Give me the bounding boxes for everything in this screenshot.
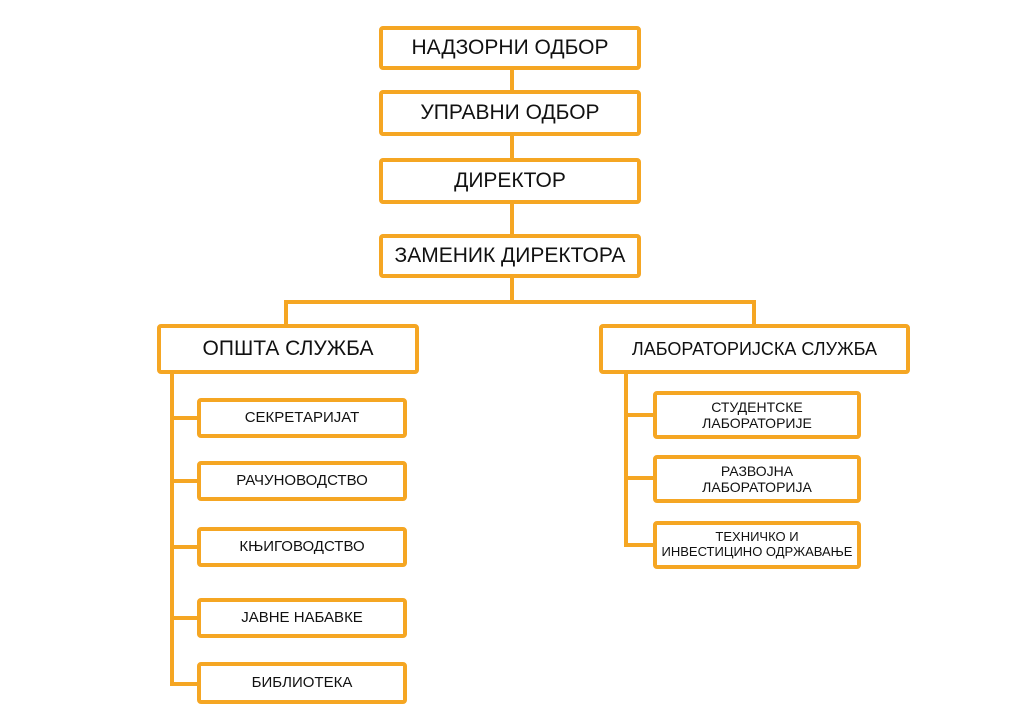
unit-label: РАЧУНОВОДСТВО xyxy=(236,472,368,490)
general-unit-box: ЈАВНЕ НАБАВКЕ xyxy=(197,598,407,638)
unit-label-line2: ЛАБОРАТОРИЈА xyxy=(702,479,812,495)
supervisory-board-label: НАДЗОРНИ ОДБОР xyxy=(411,35,609,59)
director-box: ДИРЕКТОР xyxy=(379,158,641,204)
laboratory-service-label: ЛАБОРАТОРИЈСКА СЛУЖБА xyxy=(631,338,878,359)
unit-label: КЊИГОВОДСТВО xyxy=(239,538,365,556)
unit-label: БИБЛИОТЕКА xyxy=(251,674,353,692)
general-unit-box: СЕКРЕТАРИЈАТ xyxy=(197,398,407,438)
unit-label-line1: РАЗВОЈНА xyxy=(720,462,794,479)
unit-label: СЕКРЕТАРИЈАТ xyxy=(244,409,360,427)
deputy-director-box: ЗАМЕНИК ДИРЕКТОРА xyxy=(379,234,641,278)
director-label: ДИРЕКТОР xyxy=(454,168,566,192)
lab-unit-box: ТЕХНИЧКО И ИНВЕСТИЦИНО ОДРЖАВАЊЕ xyxy=(653,521,861,569)
management-board-label: УПРАВНИ ОДБОР xyxy=(420,100,600,124)
supervisory-board-box: НАДЗОРНИ ОДБОР xyxy=(379,26,641,70)
laboratory-service-box: ЛАБОРАТОРИЈСКА СЛУЖБА xyxy=(599,324,910,374)
management-board-box: УПРАВНИ ОДБОР xyxy=(379,90,641,136)
general-service-box: ОПШТА СЛУЖБА xyxy=(157,324,419,374)
unit-label-line1: ТЕХНИЧКО И xyxy=(715,529,799,545)
unit-label-line2: ИНВЕСТИЦИНО ОДРЖАВАЊЕ xyxy=(661,544,853,559)
unit-label: ЈАВНЕ НАБАВКЕ xyxy=(241,609,363,627)
deputy-director-label: ЗАМЕНИК ДИРЕКТОРА xyxy=(394,243,626,267)
general-unit-box: КЊИГОВОДСТВО xyxy=(197,527,407,567)
general-service-label: ОПШТА СЛУЖБА xyxy=(202,336,374,360)
general-unit-box: БИБЛИОТЕКА xyxy=(197,662,407,704)
lab-unit-box: СТУДЕНТСКЕ ЛАБОРАТОРИЈЕ xyxy=(653,391,861,439)
unit-label-line2: ЛАБОРАТОРИЈЕ xyxy=(702,415,812,431)
unit-label-line1: СТУДЕНТСКЕ xyxy=(711,398,803,415)
general-unit-box: РАЧУНОВОДСТВО xyxy=(197,461,407,501)
lab-unit-box: РАЗВОЈНА ЛАБОРАТОРИЈА xyxy=(653,455,861,503)
